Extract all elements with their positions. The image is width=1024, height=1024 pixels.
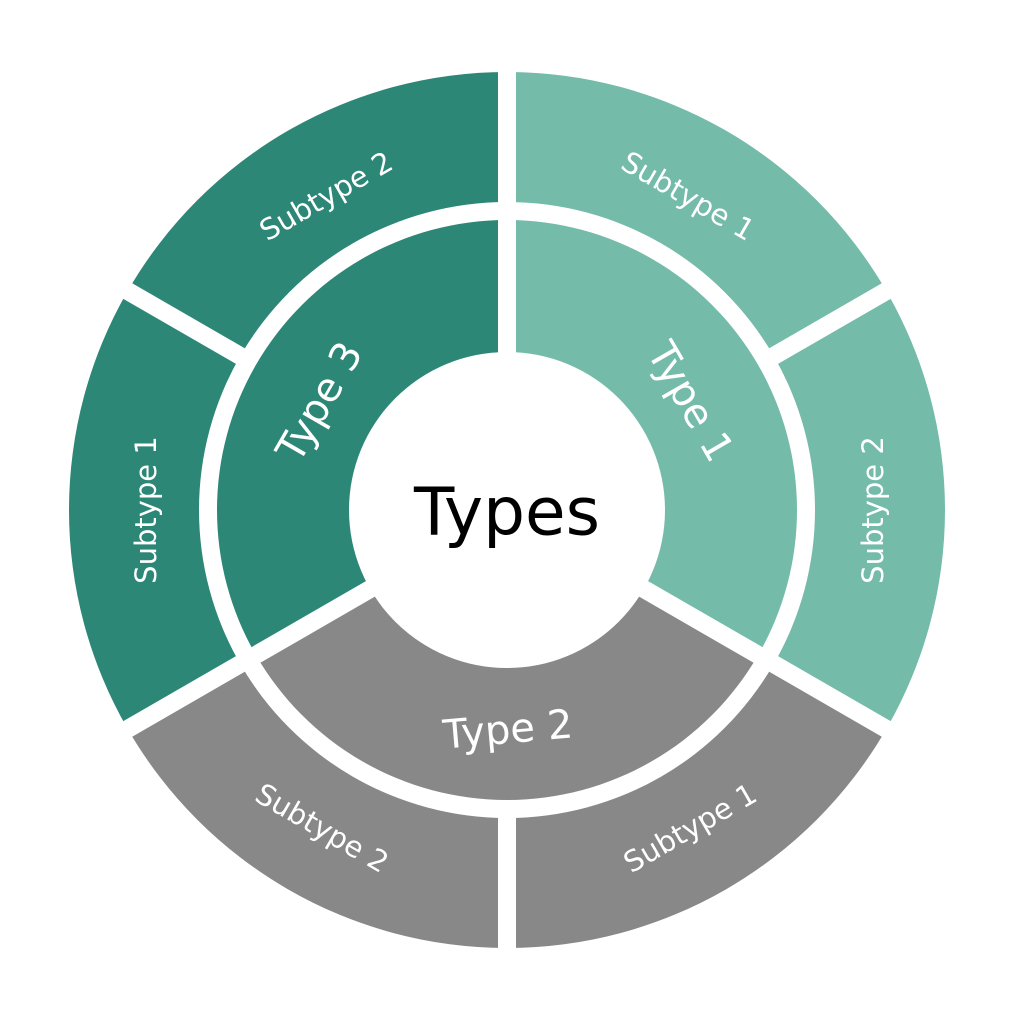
subtype-divider-2: [765, 654, 897, 740]
type3-subtype1-label: Subtype 1: [129, 436, 163, 584]
segment-type1-subtype2: [773, 291, 945, 729]
center-title: Types: [413, 474, 600, 551]
segment-type2-subtype2: [127, 664, 507, 948]
segment-type3-subtype2: [127, 72, 507, 356]
type1-subtype2-label: Subtype 2: [856, 436, 890, 584]
subtype-divider-5: [117, 280, 249, 366]
segment-type2: [255, 588, 759, 800]
segment-type1-subtype1: [507, 72, 887, 356]
type-divider-2: [249, 576, 384, 664]
center-circle: [349, 352, 665, 668]
subtype-ring: [68, 72, 945, 948]
segment-type1: [507, 220, 797, 655]
subtype-divider-4: [117, 654, 249, 740]
subtype-divider-1: [765, 280, 897, 366]
segment-type3: [216, 220, 507, 655]
type2-label: Type 2: [440, 701, 575, 758]
type-ring: [216, 220, 797, 800]
type-divider-1: [630, 576, 765, 664]
segment-type3-subtype1: [68, 291, 241, 729]
segment-dividers: [117, 66, 897, 954]
segment-type2-subtype1: [507, 664, 887, 948]
